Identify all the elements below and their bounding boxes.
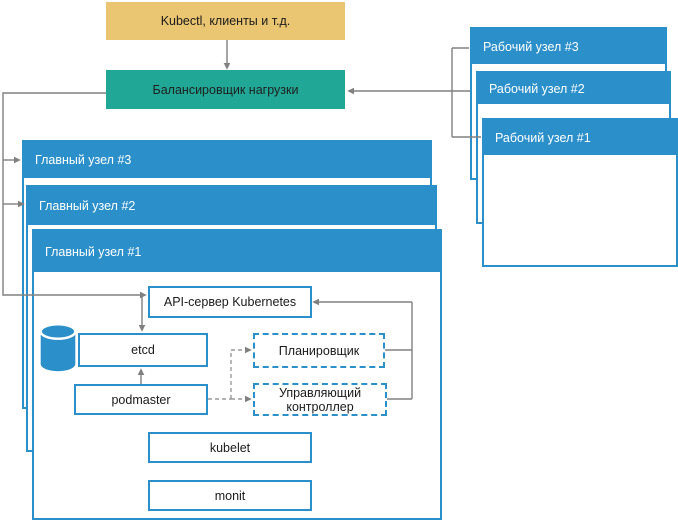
client-box: Kubectl, клиенты и т.д.	[106, 2, 345, 40]
load-balancer-label: Балансировщик нагрузки	[152, 82, 299, 97]
monit-label: monit	[214, 488, 246, 503]
etcd-box: etcd	[78, 333, 208, 367]
worker-node-2-header: Рабочий узел #2	[478, 73, 669, 104]
worker-node-1-label: Рабочий узел #1	[495, 130, 591, 145]
etcd-label: etcd	[131, 343, 155, 357]
master-node-3-header: Главный узел #3	[24, 142, 430, 178]
podmaster-label: podmaster	[111, 392, 171, 407]
api-server-box: API-сервер Kubernetes	[148, 286, 312, 318]
worker-node-1-header: Рабочий узел #1	[484, 120, 676, 155]
worker-node-3-label: Рабочий узел #3	[483, 39, 579, 54]
client-label: Kubectl, клиенты и т.д.	[160, 14, 291, 28]
kubelet-label: kubelet	[209, 440, 251, 455]
podmaster-box: podmaster	[74, 384, 208, 415]
master-node-1-box: Главный узел #1 API-сервер Kubernetes et…	[32, 229, 442, 520]
controller-manager-box: Управляющий контроллер	[253, 383, 387, 416]
api-server-label: API-сервер Kubernetes	[163, 295, 297, 309]
master-node-2-header: Главный узел #2	[28, 187, 435, 225]
database-icon	[39, 322, 77, 372]
load-balancer-box: Балансировщик нагрузки	[106, 70, 345, 109]
worker-node-2-label: Рабочий узел #2	[489, 81, 585, 96]
kubelet-box: kubelet	[148, 432, 312, 463]
scheduler-label: Планировщик	[278, 343, 360, 358]
scheduler-box: Планировщик	[253, 333, 385, 368]
controller-manager-label: Управляющий контроллер	[278, 385, 362, 414]
master-node-1-header: Главный узел #1	[34, 231, 440, 272]
worker-node-1-box: Рабочий узел #1	[482, 118, 678, 267]
monit-box: monit	[148, 480, 312, 511]
worker-node-3-header: Рабочий узел #3	[472, 29, 665, 64]
master-node-2-label: Главный узел #2	[39, 199, 136, 213]
master-node-1-label: Главный узел #1	[45, 244, 142, 259]
master-node-3-label: Главный узел #3	[35, 153, 132, 167]
